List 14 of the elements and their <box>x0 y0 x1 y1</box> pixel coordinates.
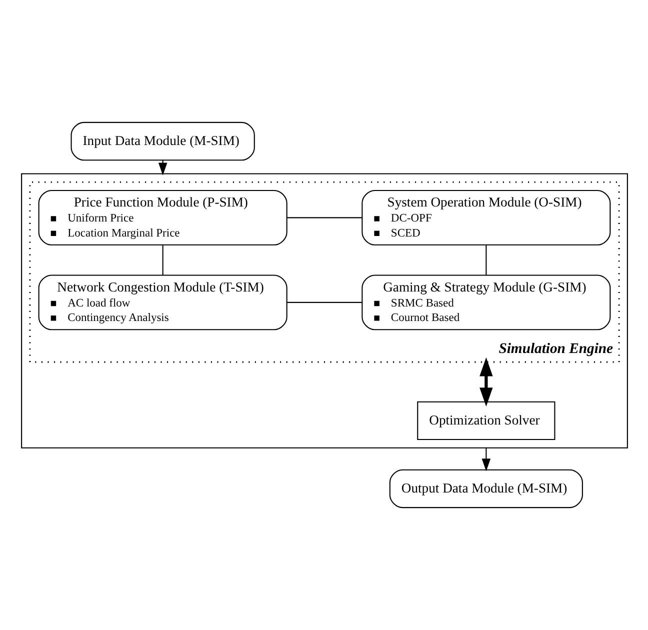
node-box: Optimization Solver <box>416 401 555 440</box>
connector <box>162 245 163 276</box>
node-box: Input Data Module (M-SIM) <box>70 122 254 161</box>
node-box: Price Function Module (P-SIM) Uniform Price Location Marginal Price <box>38 190 287 246</box>
node-box: System Operation Module (O-SIM) DC-OPF SCED <box>361 190 610 246</box>
node-box: Network Congestion Module (T-SIM) AC load flow Contingency Analysis <box>38 274 287 330</box>
cluster <box>20 173 628 448</box>
arrow <box>481 448 490 472</box>
node-box: Gaming & Strategy Module (G-SIM) SRMC Based Cournot Based <box>361 274 610 330</box>
connector <box>485 245 486 276</box>
node-box: Output Data Module (M-SIM) <box>388 469 582 508</box>
connector <box>286 217 362 218</box>
arrow <box>479 357 492 406</box>
connector <box>286 302 362 303</box>
